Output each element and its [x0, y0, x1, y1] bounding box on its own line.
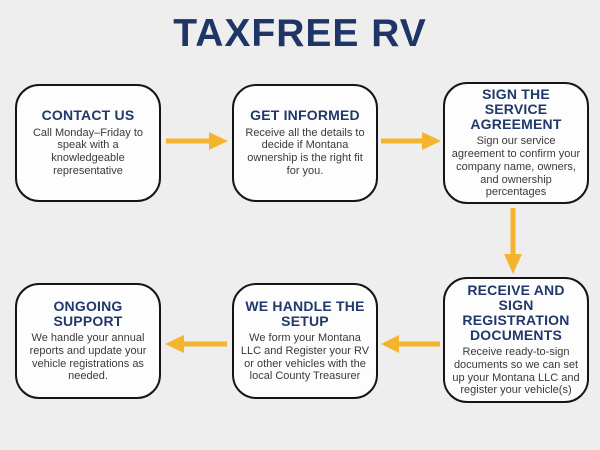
step-body: Sign our service agreement to confirm yo… — [451, 135, 581, 199]
step-box-contact-us: CONTACT US Call Monday–Friday to speak w… — [15, 84, 161, 202]
step-title: WE HANDLE THE SETUP — [245, 297, 365, 329]
step-box-get-informed: GET INFORMED Receive all the details to … — [232, 84, 378, 202]
step-box-ongoing-support: ONGOING SUPPORT We handle your annual re… — [15, 283, 161, 399]
step-body: Receive ready-to-sign documents so we ca… — [452, 346, 580, 397]
step-body: Call Monday–Friday to speak with a knowl… — [32, 126, 144, 177]
step-title: CONTACT US — [41, 107, 135, 124]
step-title: ONGOING SUPPORT — [53, 297, 123, 329]
step-body: We form your Montana LLC and Register yo… — [240, 332, 370, 383]
arrow-down-icon — [503, 208, 523, 279]
step-box-receive-and-sign-documents: RECEIVE AND SIGN REGISTRATION DOCUMENTS … — [443, 277, 589, 403]
arrow-left-icon — [381, 334, 440, 359]
step-title: GET INFORMED — [250, 107, 360, 124]
step-title: RECEIVE AND SIGN REGISTRATION DOCUMENTS — [462, 281, 570, 344]
step-body: We handle your annual reports and update… — [29, 332, 147, 383]
arrow-right-icon — [381, 131, 441, 156]
arrow-right-icon — [166, 131, 228, 156]
step-box-sign-service-agreement: SIGN THE SERVICE AGREEMENT Sign our serv… — [443, 82, 589, 204]
step-title: SIGN THE SERVICE AGREEMENT — [470, 85, 562, 133]
page-title: TAXFREE RV — [173, 12, 427, 55]
step-box-we-handle-the-setup: WE HANDLE THE SETUP We form your Montana… — [232, 283, 378, 399]
arrow-left-icon — [165, 334, 227, 359]
step-body: Receive all the details to decide if Mon… — [245, 126, 365, 177]
